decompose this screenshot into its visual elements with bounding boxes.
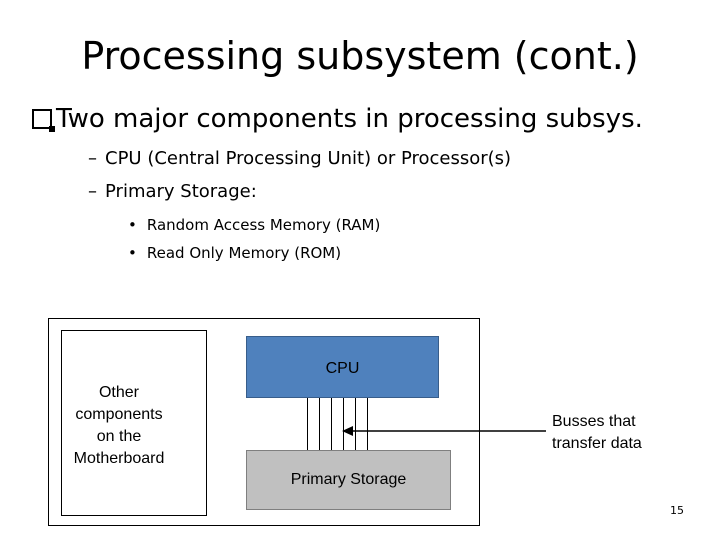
dot-bullet: • — [128, 216, 137, 234]
sub-item-primary-storage: –Primary Storage: — [88, 181, 257, 202]
bus-label-line: Busses that — [552, 413, 636, 430]
checkbox-bullet-icon — [32, 109, 55, 132]
bus-line — [331, 398, 332, 450]
page-number: 15 — [670, 504, 684, 517]
main-bullet-text: Two major components in processing subsy… — [56, 104, 643, 134]
bus-line — [367, 398, 368, 450]
bus-line — [307, 398, 308, 450]
bus-line — [319, 398, 320, 450]
other-components-label: Other components on the Motherboard — [61, 382, 177, 470]
sub-sub-item-rom: • Read Only Memory (ROM) — [128, 244, 341, 262]
sub-item-text: Primary Storage: — [105, 181, 257, 202]
dash-bullet: – — [88, 181, 97, 202]
primary-storage-label: Primary Storage — [290, 471, 407, 488]
slide-title: Processing subsystem (cont.) — [81, 34, 639, 78]
other-label-line: components — [75, 406, 163, 423]
other-label-line: Other — [98, 384, 139, 401]
primary-storage-box — [246, 450, 451, 510]
dot-bullet: • — [128, 244, 137, 262]
cpu-label: CPU — [325, 360, 360, 377]
other-components-box — [61, 330, 207, 516]
sub-sub-item-ram: • Random Access Memory (RAM) — [128, 216, 380, 234]
other-label-line: on the — [96, 428, 142, 445]
main-bullet: Two major components in processing subsy… — [32, 104, 643, 134]
sub-item-cpu: –CPU (Central Processing Unit) or Proces… — [88, 148, 511, 169]
other-label-line: Motherboard — [73, 450, 165, 467]
dash-bullet: – — [88, 148, 97, 169]
cpu-box — [246, 336, 439, 398]
bus-line — [343, 398, 344, 450]
bus-line — [355, 398, 356, 450]
motherboard-frame — [48, 318, 480, 526]
sub-sub-item-text: Read Only Memory (ROM) — [146, 244, 342, 262]
bus-label: Busses that transfer data — [552, 411, 642, 455]
sub-item-text: CPU (Central Processing Unit) or Process… — [105, 148, 512, 169]
bus-label-line: transfer data — [552, 435, 642, 452]
sub-sub-item-text: Random Access Memory (RAM) — [146, 216, 381, 234]
